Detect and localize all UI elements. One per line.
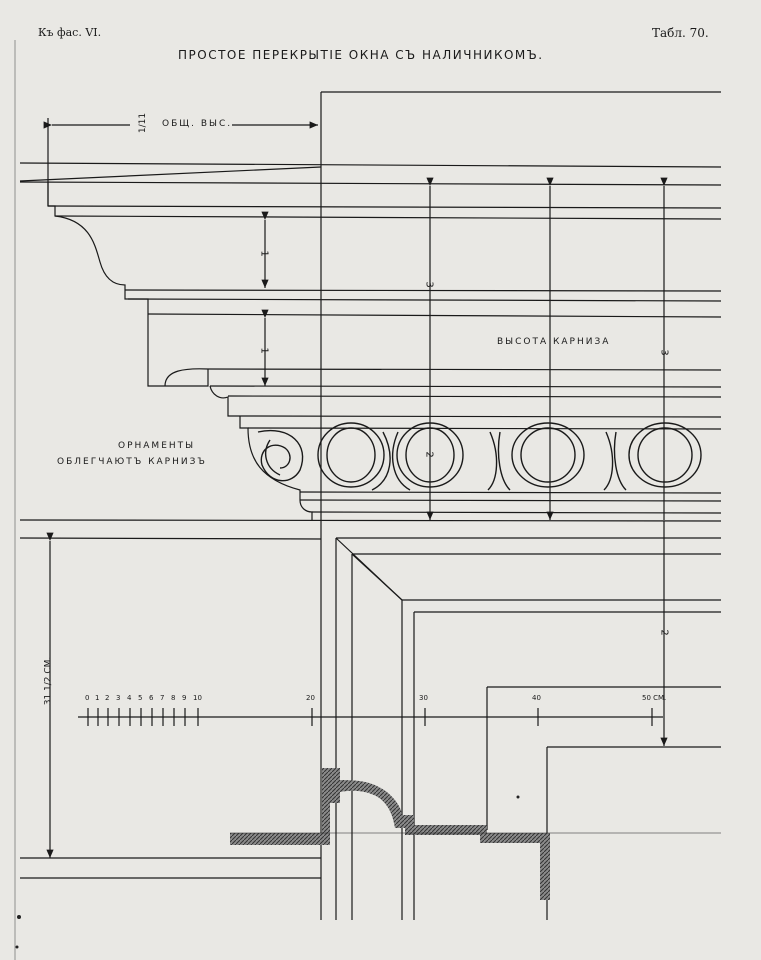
scale-label: 5 (138, 694, 143, 702)
scale-label: 20 (306, 694, 315, 702)
lower-lines (20, 832, 721, 879)
dim-upper-member: 1 (258, 250, 270, 259)
total-height-text: ОБЩ. ВЫС. (162, 119, 233, 129)
scale-label: 6 (149, 694, 154, 702)
dim-frame-lower: 2 (658, 629, 670, 638)
egg-and-dart-ornament (257, 422, 702, 491)
scale-label: 8 (171, 694, 176, 702)
dim-lower-member: 1 (258, 347, 270, 356)
scale-label: 4 (127, 694, 132, 702)
scale-label: 0 (85, 694, 90, 702)
header-left: Къ фас. VI. (38, 26, 102, 39)
scale-label: 7 (160, 694, 165, 702)
header-right: Табл. 70. (652, 26, 709, 40)
scale-label: 50 СМ. (642, 694, 667, 702)
ornaments-label-line1: ОРНАМЕНТЫ (118, 441, 196, 451)
scale-label: 2 (105, 694, 110, 702)
upper-wall-outline (320, 91, 721, 920)
scale-label: 40 (532, 694, 541, 702)
cornice-height-label: ВЫСОТА КАРНИЗА (497, 337, 611, 347)
cornice-dimensions (46, 177, 668, 858)
cornice-mouldings (19, 162, 722, 540)
scale-label: 30 (419, 694, 428, 702)
cornice-profile (47, 182, 313, 520)
window-architrave (335, 537, 721, 920)
ornaments-label-line2: ОБЛЕГЧАЮТЪ КАРНИЗЪ (57, 457, 207, 467)
scale-bar (78, 708, 663, 726)
scale-label: 1 (95, 694, 100, 702)
left-dimension-label: 31 1/2 СМ. (43, 656, 54, 706)
dim-right-total: 3 (658, 349, 670, 358)
paper-specks (15, 795, 520, 949)
architrave-section-hatch (230, 768, 550, 900)
dim-ornament-band: 2 (423, 451, 435, 460)
dim-cornice-total: 3 (423, 281, 435, 290)
scale-label: 3 (116, 694, 121, 702)
scale-label: 10 (193, 694, 202, 702)
page-title: ПРОСТОЕ ПЕРЕКРЫТІЕ ОКНА СЪ НАЛИЧНИКОМЪ. (178, 48, 544, 62)
scale-label: 9 (182, 694, 187, 702)
total-height-dimension (43, 118, 318, 206)
total-height-fraction: 1/11 (138, 112, 149, 134)
